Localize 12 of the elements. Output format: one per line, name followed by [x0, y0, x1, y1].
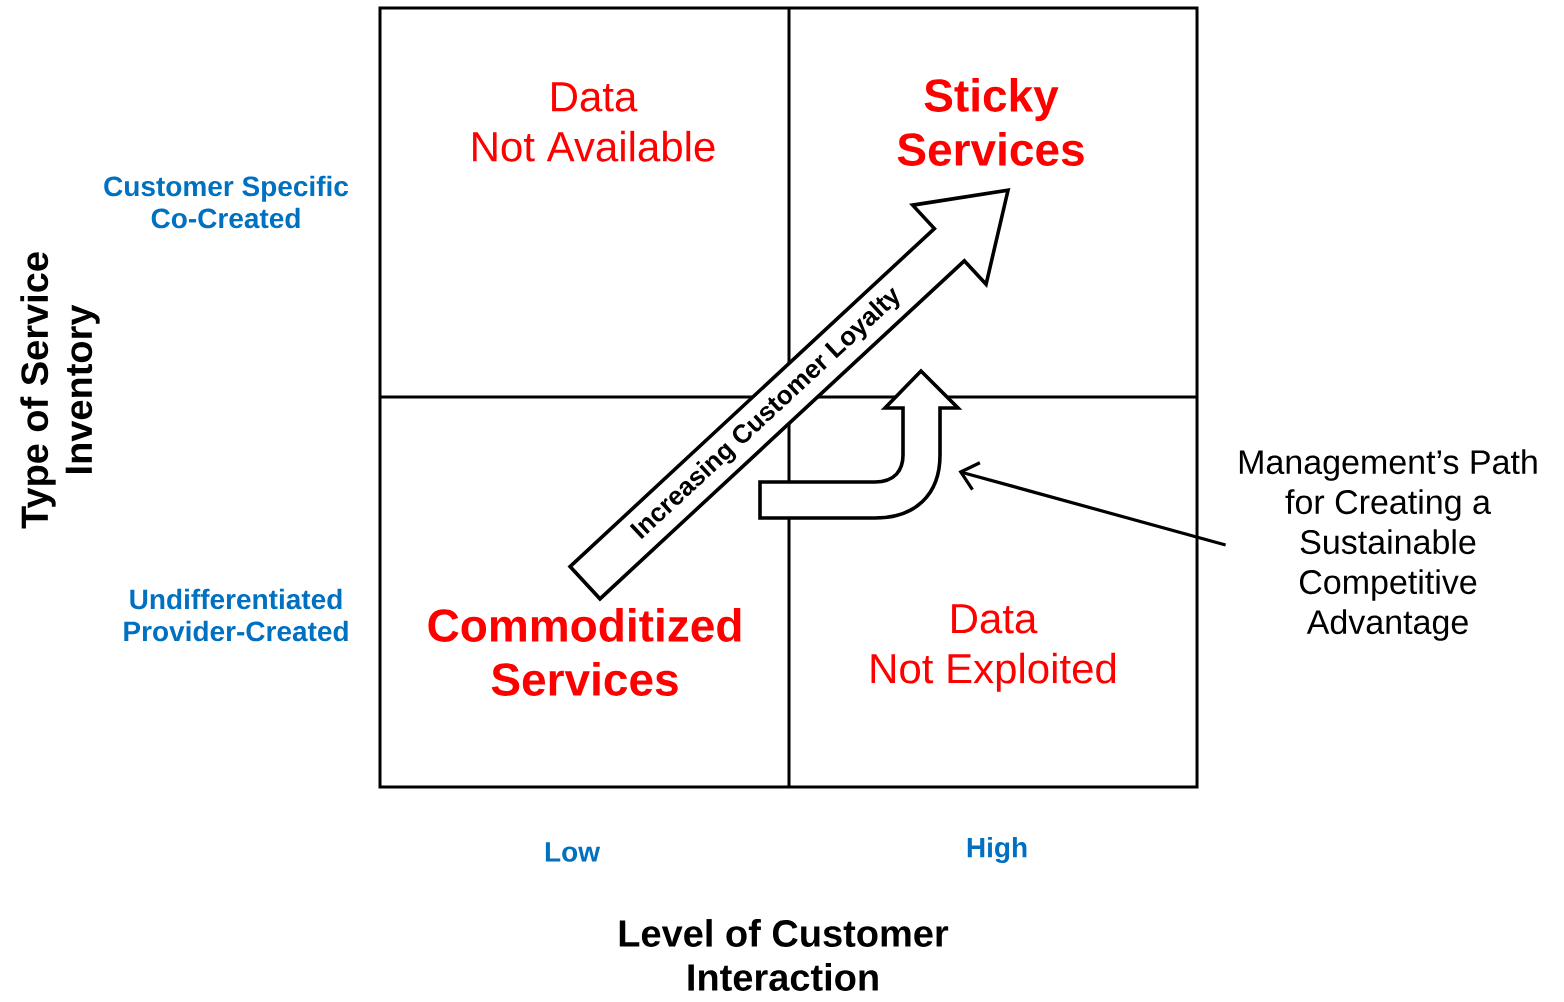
axis-tick-label: Low — [545, 842, 601, 862]
callout-text: Management’s Path for Creating a Sustainable Competitive Advantage — [1239, 449, 1537, 641]
axis-title: Type of Service Inventory — [20, 252, 100, 529]
quadrant-label: Commoditized Services — [428, 608, 741, 696]
axis-tick-label: High — [967, 836, 1027, 864]
axis-title: Level of Customer Interaction — [619, 919, 949, 991]
quadrant-label: Sticky Services — [897, 78, 1084, 166]
axis-tick-label: Undifferentiated Provider-Created — [124, 588, 348, 642]
arrow — [958, 461, 1227, 547]
quadrant-label: Data Not Available — [473, 82, 715, 162]
axis-tick-label: Customer Specific Co-Created — [104, 175, 349, 229]
quadrant-label: Data Not Exploited — [871, 604, 1116, 692]
